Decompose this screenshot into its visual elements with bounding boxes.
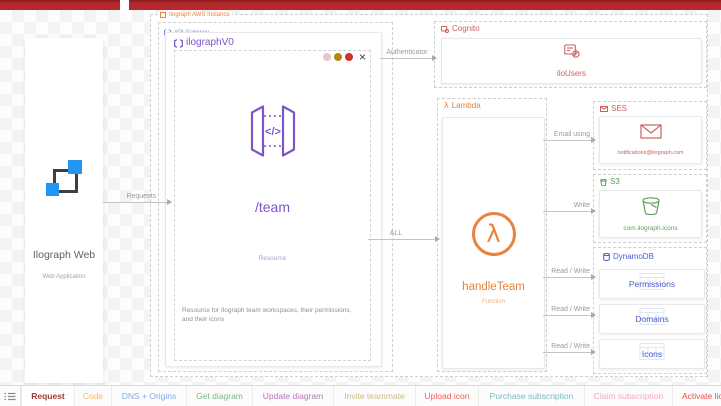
arrow-write [543,208,596,214]
handleteam-type: Function [481,299,505,305]
team-name: /team [254,199,290,215]
dynamodb-label-row: DynamoDB [603,253,654,261]
tab-dns-origins[interactable]: DNS + Origins [112,386,187,406]
aws-instance-label: Ilograph AWS Instance [169,12,230,18]
node-table-permissions[interactable]: Permissions [599,269,705,299]
table-icon [639,308,665,331]
arrow-label-requests: Requests [126,193,156,200]
api-gateway-resource-icon: </> [175,105,370,162]
arrow-read-write-1 [543,274,596,280]
table-name: Domains [635,314,669,324]
lambda-label-row: λ Lambda [444,102,481,110]
s3-bucket-name: com.ilograph.icons [623,225,678,232]
arrow-requests [103,199,172,205]
node-table-icons[interactable]: Icons [599,339,705,369]
tab-invite-teammate[interactable]: Invite teammate [334,386,416,406]
node-ilousers[interactable]: iloUsers [441,38,702,84]
node-handleteam[interactable]: λ handleTeam Function [442,117,545,369]
tab-code[interactable]: Code [75,386,112,406]
arrow-label-read-write-1: Read / Write [551,268,590,275]
arrow-label-read-write-2: Read / Write [551,306,590,313]
window-dot-yellow [333,53,342,61]
dynamodb-label: DynamoDB [613,252,654,261]
ilograph-web-title: Ilograph Web [32,249,96,261]
card-ilographv0[interactable]: ilographV0 × </> [165,32,382,367]
node-s3-bucket[interactable]: com.ilograph.icons [599,190,702,238]
topbar-notch [120,0,129,10]
topbar [0,0,721,10]
node-ilograph-web[interactable]: Ilograph Web Web Application [25,38,103,383]
table-name: Icons [641,349,663,359]
arrow-email-using [543,137,596,143]
table-icon [639,343,665,366]
lambda-icon: λ [443,212,544,256]
tabbar: Request Code DNS + Origins Get diagram U… [0,385,721,406]
tab-claim-subscription[interactable]: Claim subscription [585,386,673,406]
table-name: Permissions [628,279,676,289]
s3-label-row: S3 [600,178,620,186]
cognito-label: Cognito [452,24,480,33]
table-icon [639,273,665,296]
s3-label: S3 [610,177,620,186]
ilograph-web-subtitle: Web Application [42,274,86,280]
s3-mini-icon [600,178,607,186]
bucket-icon [600,197,701,220]
envelope-icon [600,124,701,144]
ilographv0-title: ilographV0 [186,37,234,48]
container-cognito[interactable]: Cognito iloUsers [434,21,707,88]
close-icon[interactable]: × [358,50,366,64]
ses-mini-icon [600,106,608,112]
container-dynamodb[interactable]: DynamoDB Permissions Domains Icons [593,247,707,374]
ses-label-row: SES [600,105,627,113]
cognito-label-row: Cognito [441,25,480,33]
arrow-label-all: ALL [389,230,403,237]
tab-activate-license[interactable]: Activate license [682,391,721,401]
arrow-authenticator [380,55,437,61]
aws-instance-label-row: Ilograph AWS Instance [158,12,232,18]
ilograph-logo-icon [46,160,82,196]
tab-request[interactable]: Request [21,386,75,406]
tab-upload-icon[interactable]: Upload icon [416,386,479,406]
arrow-label-email-using: Email using [553,131,590,138]
handleteam-name: handleTeam [462,281,525,293]
container-aws-instance[interactable]: Ilograph AWS Instance API Gateway ilogra… [150,12,708,377]
lambda-mini-icon: λ [444,101,449,110]
cognito-users-icon [442,44,701,63]
arrow-label-read-write-3: Read / Write [551,343,590,350]
container-s3[interactable]: S3 com.ilograph.icons [593,174,707,243]
team-type: Resource [258,255,287,262]
arrow-label-write: Write [573,202,590,209]
window-dot-red [344,53,353,61]
container-ses[interactable]: SES notifications@ilograph.com [593,101,707,170]
ses-label: SES [611,104,628,113]
ilographv0-title-row: ilographV0 [174,38,234,48]
list-icon [4,392,16,400]
ilousers-name: iloUsers [557,69,586,78]
arrow-label-authenticator: Authenticator [386,49,428,56]
dynamodb-mini-icon [603,253,610,261]
arrow-read-write-2 [543,312,596,318]
window-dot-pink [322,53,331,61]
team-description: Resource for Ilograph team workspaces, t… [182,307,352,324]
tab-purchase-subscription[interactable]: Purchase subscription [479,386,585,406]
node-table-domains[interactable]: Domains [599,304,705,334]
arrow-read-write-3 [543,349,596,355]
node-ses-identity[interactable]: notifications@ilograph.com [599,116,702,164]
aws-instance-icon [160,12,166,18]
container-api-gateway[interactable]: API Gateway ilographV0 × [158,22,393,372]
cognito-icon [441,25,449,33]
ses-identity-name: notifications@ilograph.com [617,150,684,156]
request-list-button[interactable] [0,386,21,406]
lambda-label: Lambda [451,101,481,110]
tab-update-diagram[interactable]: Update diagram [253,386,334,406]
api-gateway-mini-icon [174,38,183,48]
tab-get-diagram[interactable]: Get diagram [187,386,253,406]
container-lambda[interactable]: λ Lambda λ handleTeam Function [437,98,547,372]
window-controls: × [322,50,366,64]
arrow-all [368,236,440,242]
code-glyph: </> [265,126,281,138]
node-team-resource[interactable]: × </> /team Resource Resource for Ilogra… [174,50,371,361]
